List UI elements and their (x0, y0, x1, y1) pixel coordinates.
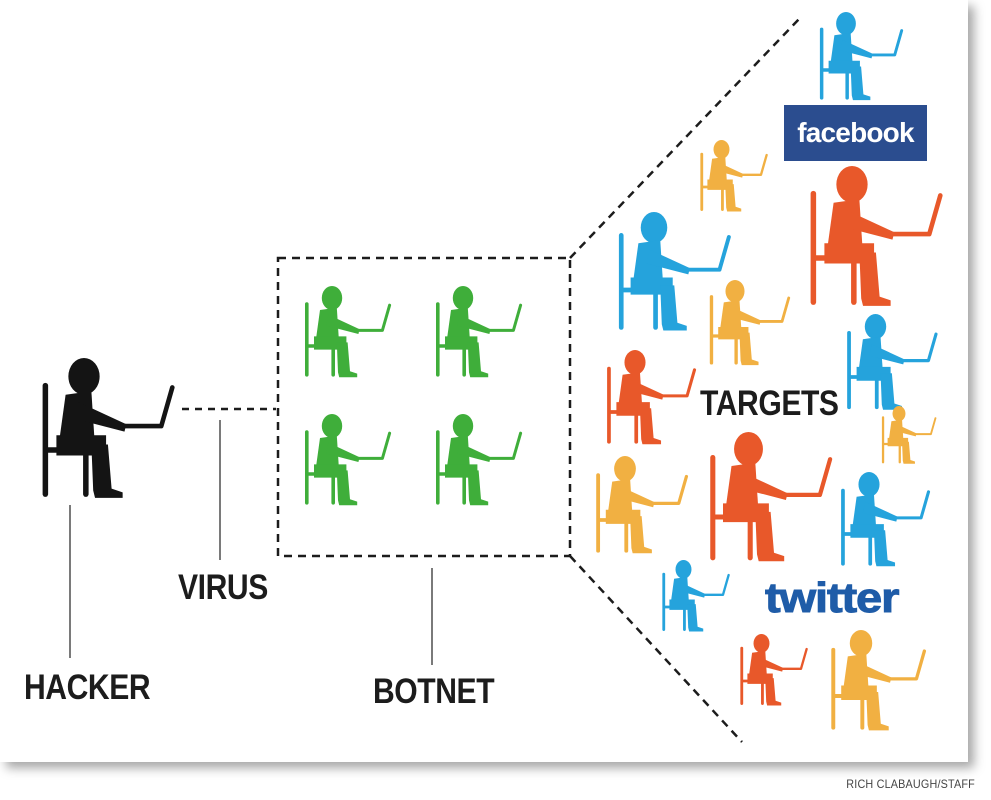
twitter-logo: twitter (764, 574, 900, 622)
botnet-label: BOTNET (373, 672, 495, 711)
expansion-line-top (569, 17, 801, 259)
target-person-icon (810, 166, 943, 306)
targets-label: TARGETS (700, 384, 839, 423)
target-person-icon (700, 140, 768, 212)
target-person-icon (607, 350, 697, 445)
target-person-icon (618, 212, 731, 331)
botnet-person-icon (436, 414, 523, 506)
photo-credit: RICH CLABAUGH/STAFF (846, 777, 975, 791)
hacker-label: HACKER (24, 668, 151, 707)
facebook-logo: facebook (784, 105, 927, 161)
target-person-icon (831, 630, 927, 731)
virus-label: VIRUS (178, 568, 268, 607)
target-person-icon (841, 472, 931, 567)
target-person-icon (847, 314, 938, 410)
botnet-box (276, 256, 572, 558)
target-person-icon (710, 432, 833, 562)
hacker-person-icon (42, 358, 175, 498)
target-person-icon (740, 634, 808, 706)
expansion-line-bottom (569, 555, 743, 743)
people-group (42, 12, 943, 731)
botnet-person-icon (305, 286, 392, 378)
target-person-icon (709, 280, 791, 366)
target-person-icon (881, 406, 937, 464)
facebook-logo-text: facebook (797, 117, 914, 148)
target-person-icon (819, 12, 904, 101)
botnet-person-icon (436, 286, 523, 378)
target-person-icon (662, 560, 730, 632)
botnet-person-icon (305, 414, 392, 506)
target-person-icon (596, 456, 689, 554)
